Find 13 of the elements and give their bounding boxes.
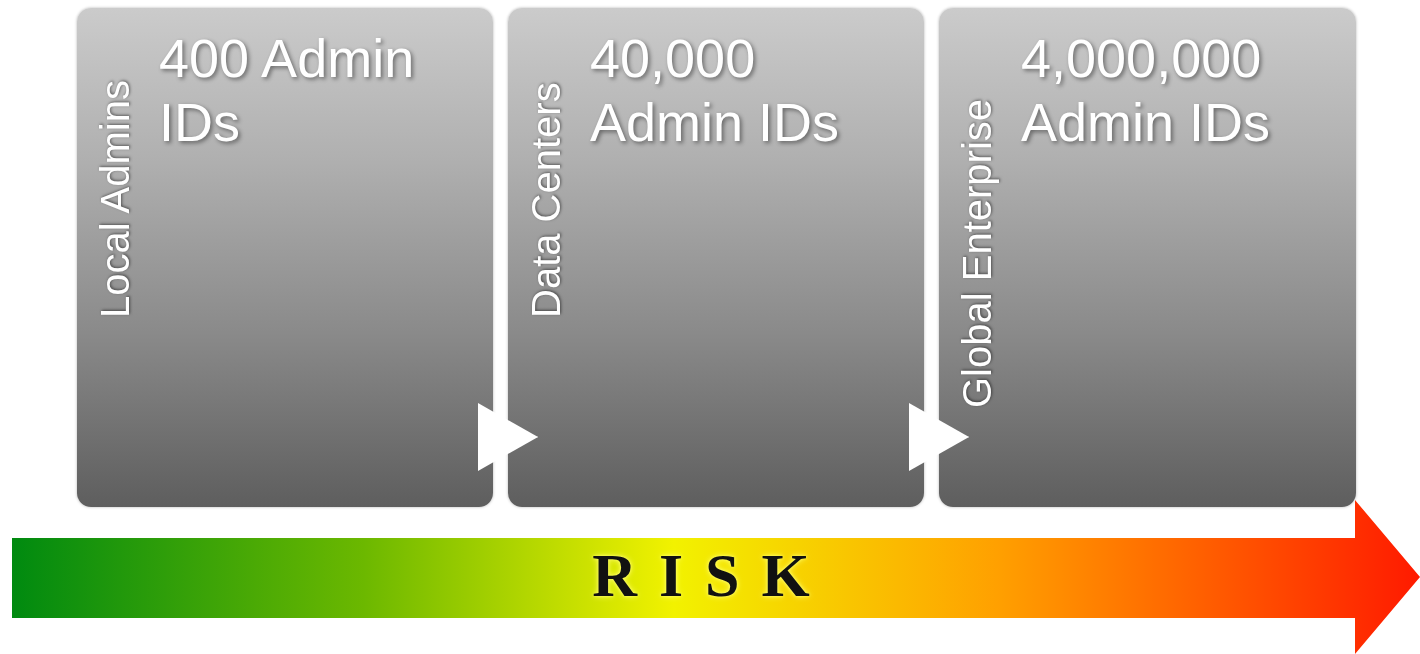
admin-count: 400 Admin IDs <box>159 27 416 154</box>
stage-panel <box>939 8 1356 507</box>
risk-arrow <box>12 500 1420 654</box>
admin-count: 4,000,000 Admin IDs <box>1021 27 1272 154</box>
stage-label: Data Centers <box>524 82 568 318</box>
stage-panel <box>77 8 493 507</box>
risk-label: RISK <box>591 540 833 610</box>
stage-label: Global Enterprise <box>955 98 999 408</box>
stage-panel <box>508 8 924 507</box>
admin-count: 40,000 Admin IDs <box>590 27 841 154</box>
arrow <box>908 403 970 471</box>
arrow <box>477 403 539 471</box>
stage-label: Local Admins <box>93 80 137 318</box>
